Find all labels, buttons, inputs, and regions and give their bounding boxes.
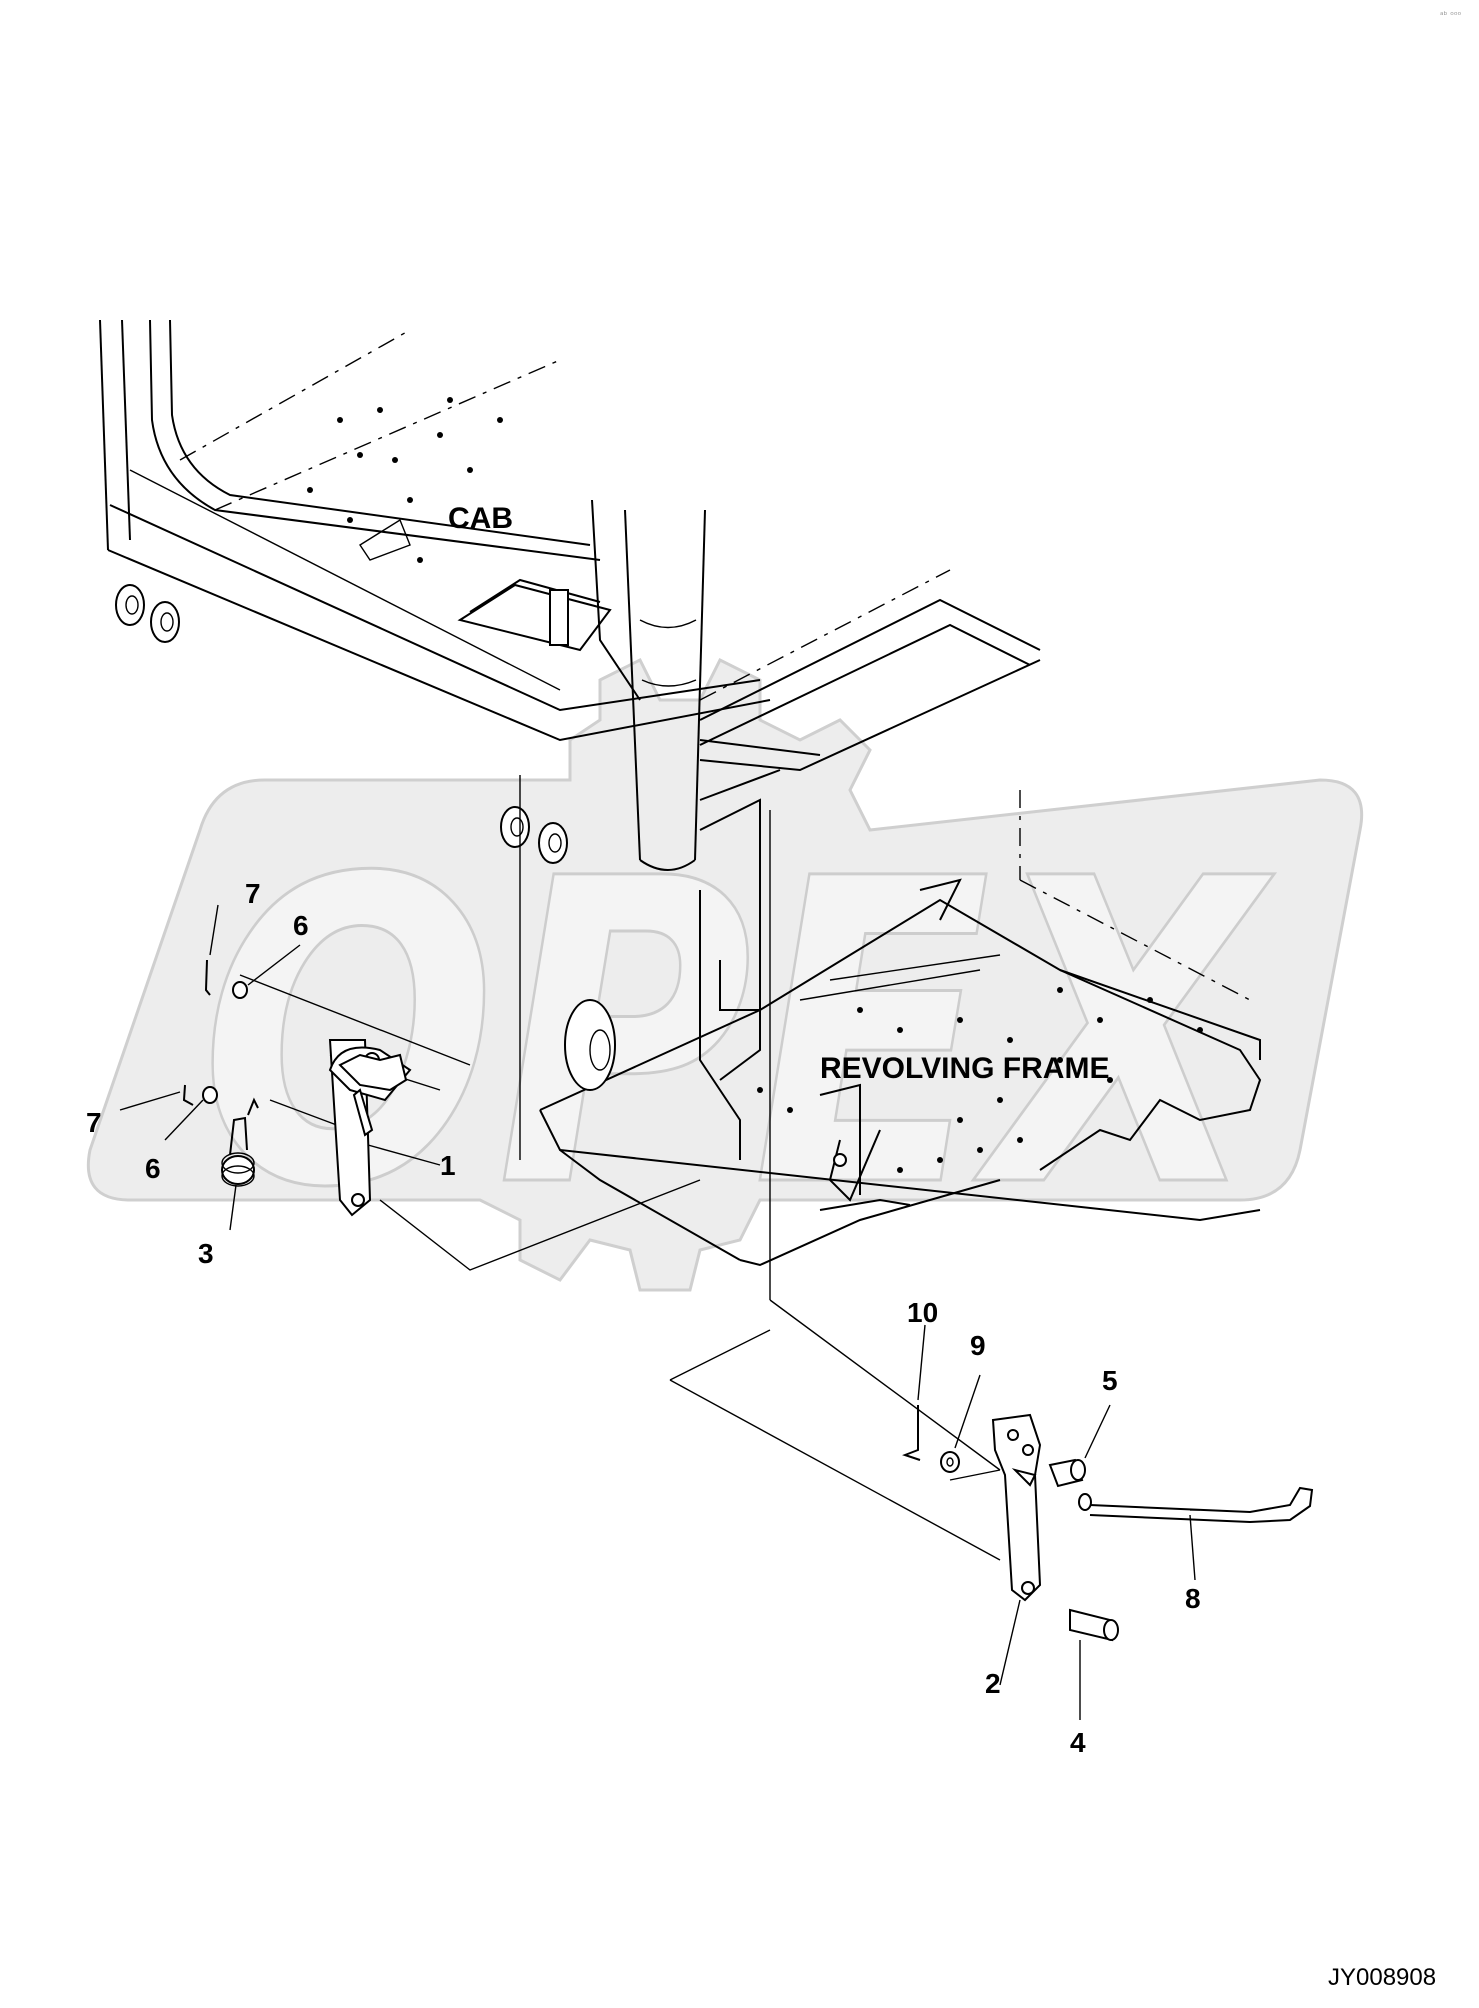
part-10-pin [902,1405,921,1461]
part-7-pin-lower [182,1084,194,1106]
revolving-frame-outline [539,790,1262,1267]
callout-6-lower: 6 [145,1153,161,1184]
callout-10: 10 [907,1297,938,1328]
cab-outline [99,319,1041,871]
part-6-washer-upper [232,981,248,999]
part-6-washer-lower [202,1086,218,1104]
callout-2: 2 [985,1668,1001,1699]
callout-5: 5 [1102,1365,1118,1396]
callout-7-upper: 7 [245,878,261,909]
part-8-rod [1078,1486,1314,1524]
callout-6-upper: 6 [293,910,309,941]
part-4-pin [1069,1608,1119,1642]
part-2-lever [991,1413,1042,1602]
opex-watermark-logo: OPEX [86,657,1364,1292]
callout-9: 9 [970,1330,986,1361]
frame-bolt-holes [757,987,1203,1173]
watermark-text: OPEX [200,791,1274,1280]
cab-bolt-holes [307,397,503,563]
part-3-spring [221,1097,259,1187]
callout-7-lower: 7 [86,1107,102,1138]
cab-roller-left [115,584,180,643]
part-5-pin [1048,1458,1086,1488]
drawing-code: JY008908 [1328,1964,1436,1991]
part-7-pin-upper [204,959,211,996]
leader-lines [239,775,1001,1561]
cab-roller-right [500,806,568,864]
callout-3: 3 [198,1238,214,1269]
cab-label: CAB [448,502,513,535]
part-1-lever [328,1039,412,1217]
corner-mark: ᵃᵇ ᵒᵒᵒ [1440,11,1462,21]
callout-8: 8 [1185,1583,1201,1614]
callout-1: 1 [440,1150,456,1181]
revolving-frame-label: REVOLVING FRAME [820,1052,1109,1085]
part-9-washer [940,1451,960,1473]
callout-4: 4 [1070,1727,1086,1758]
callout-leaders [119,904,1196,1720]
